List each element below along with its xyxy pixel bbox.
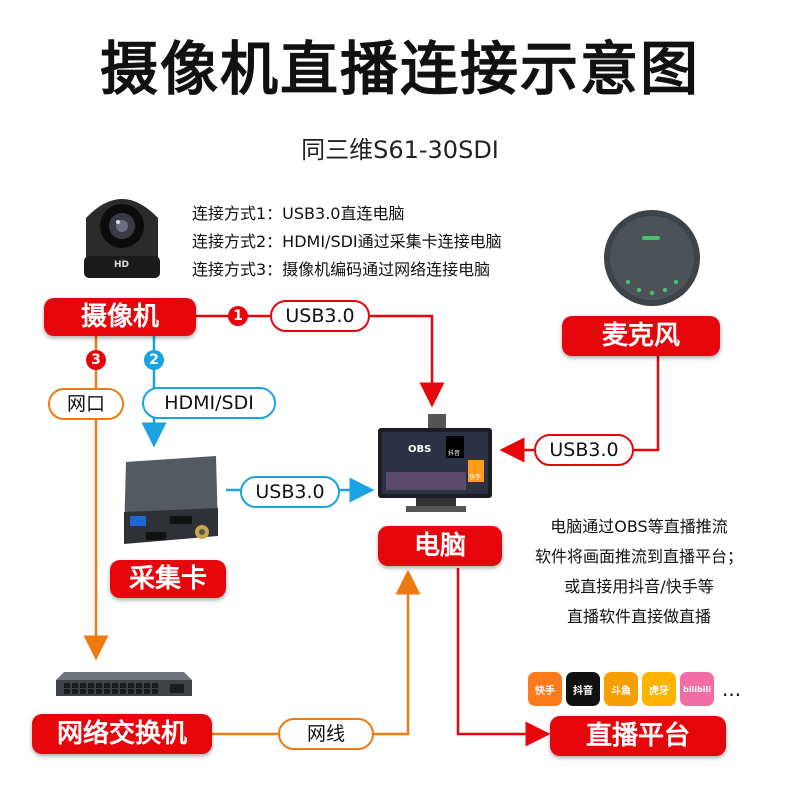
usb-camera-label: USB3.0 bbox=[270, 300, 370, 332]
douyu-icon: 斗鱼 bbox=[604, 672, 638, 706]
switch-node: 网络交换机 bbox=[32, 714, 212, 754]
description-line-3: 或直接用抖音/快手等 bbox=[564, 577, 714, 596]
network-cable-label: 网线 bbox=[278, 718, 374, 750]
kuaishou-screen-label: 快手 bbox=[469, 474, 482, 481]
douyin-screen-label: 抖音 bbox=[448, 450, 461, 457]
more-platforms: ... bbox=[722, 677, 742, 701]
bilibili-icon: bilibili bbox=[680, 672, 714, 706]
camera-node: 摄像机 bbox=[44, 298, 196, 336]
obs-screen-label: OBS bbox=[408, 444, 432, 455]
platform-line bbox=[456, 568, 551, 747]
marker-3: 3 bbox=[86, 350, 106, 370]
platform-node: 直播平台 bbox=[550, 716, 726, 756]
usb-mic-label: USB3.0 bbox=[534, 434, 634, 466]
connection-methods: 连接方式1：USB3.0直连电脑 连接方式2：HDMI/SDI通过采集卡连接电脑… bbox=[192, 200, 502, 284]
page-title: 摄像机直播连接示意图 bbox=[99, 35, 700, 103]
method-1: 连接方式1：USB3.0直连电脑 bbox=[192, 204, 405, 223]
network-cable-line bbox=[212, 569, 421, 736]
description-line-2: 软件将画面推流到直播平台； bbox=[534, 547, 743, 566]
hdmi-sdi-label: HDMI/SDI bbox=[142, 387, 276, 419]
capture-card-image bbox=[118, 452, 222, 556]
computer-node: 电脑 bbox=[378, 526, 502, 566]
computer-image: OBS 抖音 快手 bbox=[376, 414, 496, 514]
method-2: 连接方式2：HDMI/SDI通过采集卡连接电脑 bbox=[192, 232, 502, 251]
method-3: 连接方式3：摄像机编码通过网络连接电脑 bbox=[192, 260, 491, 279]
page-subtitle: 同三维S61-30SDI bbox=[301, 136, 499, 164]
usb-capture-label: USB3.0 bbox=[240, 476, 340, 508]
computer-description: 电脑通过OBS等直播推流 软件将画面推流到直播平台； 或直接用抖音/快手等 直播… bbox=[512, 512, 766, 632]
marker-2: 2 bbox=[144, 350, 164, 370]
microphone-image bbox=[600, 206, 704, 310]
platform-icons: 快手 抖音 斗鱼 虎牙 bilibili ... bbox=[528, 672, 741, 706]
network-port-label: 网口 bbox=[48, 388, 124, 420]
marker-1: 1 bbox=[228, 306, 248, 326]
douyin-icon: 抖音 bbox=[566, 672, 600, 706]
description-line-1: 电脑通过OBS等直播推流 bbox=[550, 517, 728, 536]
switch-image bbox=[54, 670, 194, 700]
huya-icon: 虎牙 bbox=[642, 672, 676, 706]
capture-card-node: 采集卡 bbox=[110, 560, 226, 598]
kuaishou-icon: 快手 bbox=[528, 672, 562, 706]
description-line-4: 直播软件直接做直播 bbox=[566, 607, 711, 626]
camera-hd-label: HD bbox=[114, 260, 130, 270]
ptz-camera-image: HD bbox=[80, 186, 164, 286]
microphone-node: 麦克风 bbox=[562, 316, 720, 356]
